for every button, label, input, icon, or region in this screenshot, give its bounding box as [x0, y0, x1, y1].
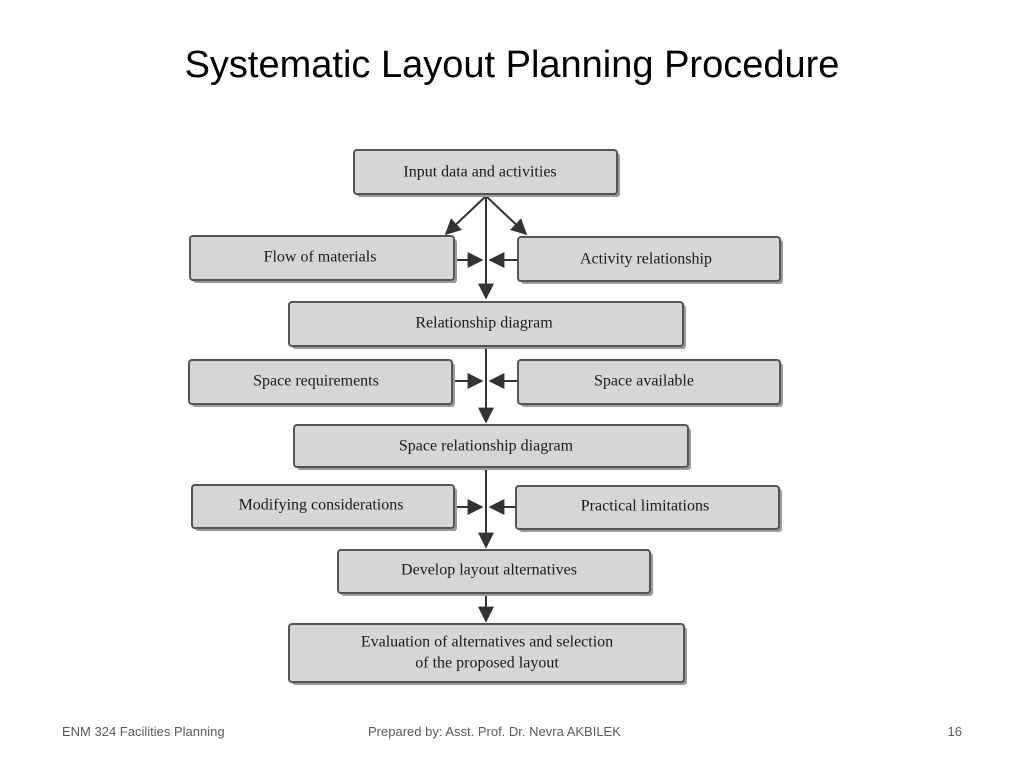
node-space-relationship-diagram: Space relationship diagram	[293, 424, 691, 470]
node-space-available-label: Space available	[594, 373, 694, 390]
node-develop-layout-alternatives: Develop layout alternatives	[337, 549, 653, 596]
node-evaluation-selection: Evaluation of alternatives and selection…	[288, 623, 687, 685]
node-space-relationship-diagram-label: Space relationship diagram	[399, 438, 574, 455]
node-relationship-diagram: Relationship diagram	[288, 301, 686, 349]
connector-input-to-flow	[444, 195, 487, 236]
node-evaluation-selection-label-line2: of the proposed layout	[415, 655, 559, 672]
node-modifying-considerations: Modifying considerations	[191, 484, 457, 531]
node-flow-of-materials: Flow of materials	[189, 235, 457, 283]
node-activity-relationship: Activity relationship	[517, 236, 783, 284]
node-evaluation-selection-label-line1: Evaluation of alternatives and selection	[361, 634, 613, 651]
node-space-requirements: Space requirements	[188, 359, 455, 407]
node-activity-relationship-label: Activity relationship	[580, 251, 712, 268]
node-space-requirements-label: Space requirements	[253, 373, 379, 390]
node-practical-limitations: Practical limitations	[515, 485, 782, 532]
node-input-data: Input data and activities	[353, 149, 620, 197]
slide-title: Systematic Layout Planning Procedure	[184, 44, 840, 86]
footer-author: Prepared by: Asst. Prof. Dr. Nevra AKBIL…	[368, 724, 621, 739]
node-practical-limitations-label: Practical limitations	[581, 498, 709, 515]
node-relationship-diagram-label: Relationship diagram	[415, 315, 553, 332]
node-modifying-considerations-label: Modifying considerations	[239, 497, 404, 514]
connector-input-to-activity	[485, 195, 528, 236]
node-space-available: Space available	[517, 359, 783, 407]
node-develop-layout-alternatives-label: Develop layout alternatives	[401, 562, 577, 579]
node-flow-of-materials-label: Flow of materials	[264, 249, 377, 266]
node-input-data-label: Input data and activities	[403, 164, 556, 181]
footer-page-number: 16	[947, 724, 962, 739]
footer-course: ENM 324 Facilities Planning	[62, 724, 225, 739]
